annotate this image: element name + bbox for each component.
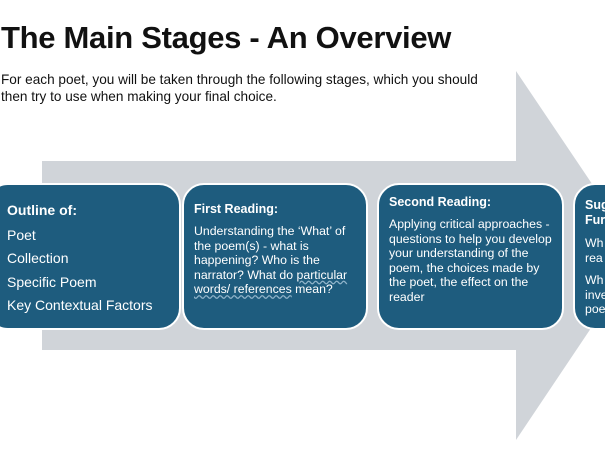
stage-fourth-body-b: Whinvepoe xyxy=(585,273,605,317)
stage-outline-heading: Outline of: xyxy=(7,202,77,218)
first-reading-text-start: Understanding the ‘What’ of the poem(s) … xyxy=(194,224,346,282)
stage-first-reading-heading: First Reading: xyxy=(194,202,279,216)
fourth-heading-line2: Fur xyxy=(585,213,605,227)
stage-second-reading-heading: Second Reading: xyxy=(389,195,492,209)
fourth-line5: poe xyxy=(585,302,605,317)
stage-first-reading-body: Understanding the ‘What’ of the poem(s) … xyxy=(194,224,358,297)
stage-second-reading-body: Applying critical approaches - questions… xyxy=(389,217,552,304)
outline-item-contextual-factors: Key Contextual Factors xyxy=(7,296,153,313)
stage-fourth-heading: SugFur xyxy=(585,198,605,228)
stage-outline-box: Outline of: Poet Collection Specific Poe… xyxy=(0,183,181,330)
fourth-line3: Wh xyxy=(585,273,604,288)
outline-item-collection: Collection xyxy=(7,250,69,267)
first-reading-underlined-text: particular words/ references xyxy=(194,267,348,297)
fourth-line2: rea xyxy=(585,250,603,265)
first-reading-text-end: mean? xyxy=(291,282,333,297)
fourth-line4: inve xyxy=(585,287,605,302)
fourth-heading-line1: Sug xyxy=(585,198,605,212)
slide-title: The Main Stages - An Overview xyxy=(1,20,452,55)
slide-intro: For each poet, you will be taken through… xyxy=(1,72,478,104)
outline-item-specific-poem: Specific Poem xyxy=(7,273,97,290)
stage-second-reading-box: Second Reading: Applying critical approa… xyxy=(377,183,564,330)
fourth-line1: Wh xyxy=(585,236,604,250)
outline-item-poet: Poet xyxy=(7,227,36,243)
stage-first-reading-box: First Reading: Understanding the ‘What’ … xyxy=(182,183,368,330)
